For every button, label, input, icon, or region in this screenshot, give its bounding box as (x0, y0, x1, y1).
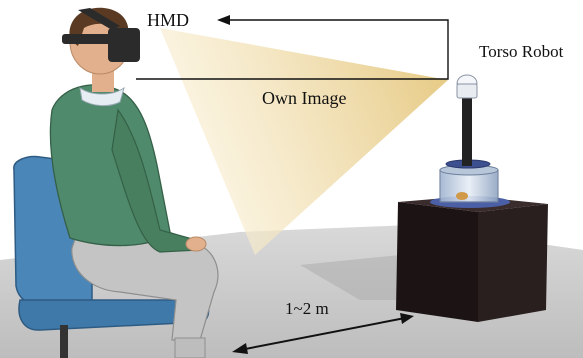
table-box (396, 196, 548, 322)
hmd-label: HMD (147, 10, 190, 30)
seated-person (49, 7, 219, 358)
own-image-label: Own Image (262, 88, 347, 108)
hmd-arrow-line (136, 19, 449, 80)
hmd-arrow-icon (217, 15, 230, 25)
torso-robot (430, 74, 510, 208)
distance-arrow-icon (232, 313, 414, 354)
torso-robot-label: Torso Robot (479, 42, 564, 61)
distance-label: 1~2 m (285, 299, 329, 318)
hmd-device (62, 8, 140, 62)
projection-beam (160, 28, 448, 255)
